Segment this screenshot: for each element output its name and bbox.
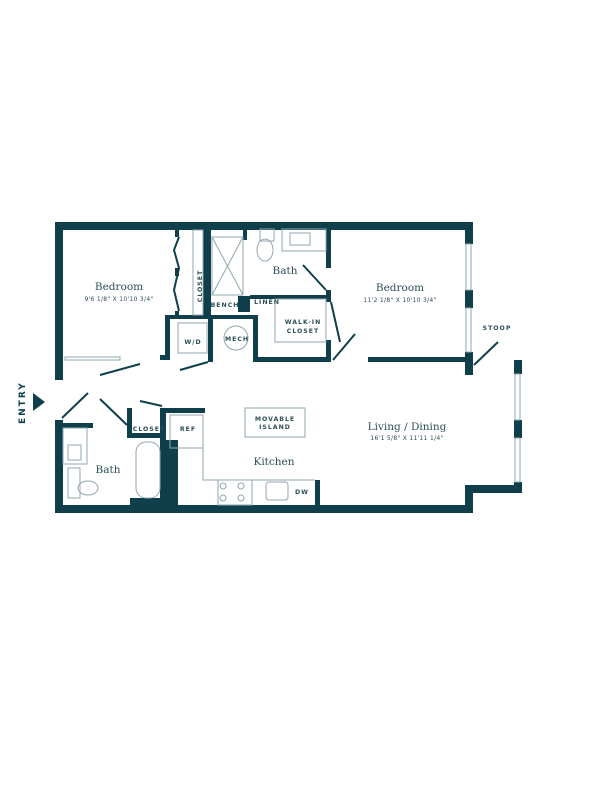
bench-label: BENCH <box>211 302 240 309</box>
island-label-2: ISLAND <box>259 424 291 431</box>
living-dims: 16'1 5/8" X 11'11 1/4" <box>370 435 443 442</box>
doors <box>61 236 499 426</box>
walkin-label-1: WALK-IN <box>285 319 322 326</box>
bath1-name: Bath <box>273 265 298 277</box>
bedroom1-name: Bedroom <box>95 281 143 293</box>
linen-label: LINEN <box>254 299 280 306</box>
entry-label: ENTRY <box>18 381 28 424</box>
kitchen-name: Kitchen <box>253 456 294 468</box>
wd-label: W/D <box>184 339 201 346</box>
bedroom2-dims: 11'2 1/8" X 10'10 3/4" <box>363 297 436 304</box>
living-name: Living / Dining <box>368 421 447 433</box>
closet2-label: CLOSET <box>133 426 165 433</box>
walkin-label-2: CLOSET <box>287 328 319 335</box>
bedroom1-dims: 9'6 1/8" X 10'10 3/4" <box>84 296 153 303</box>
fixtures <box>62 228 521 506</box>
dw-label: DW <box>295 489 309 496</box>
closet1-label: CLOSET <box>197 270 204 302</box>
walls <box>55 222 522 513</box>
bath2-name: Bath <box>96 464 121 476</box>
stoop-label: STOOP <box>483 325 512 332</box>
bedroom2-name: Bedroom <box>376 282 424 294</box>
ref-label: REF <box>180 426 196 433</box>
mech-label: MECH <box>225 336 249 343</box>
island-label-1: MOVABLE <box>255 416 295 423</box>
entry-arrow-icon <box>33 393 45 411</box>
